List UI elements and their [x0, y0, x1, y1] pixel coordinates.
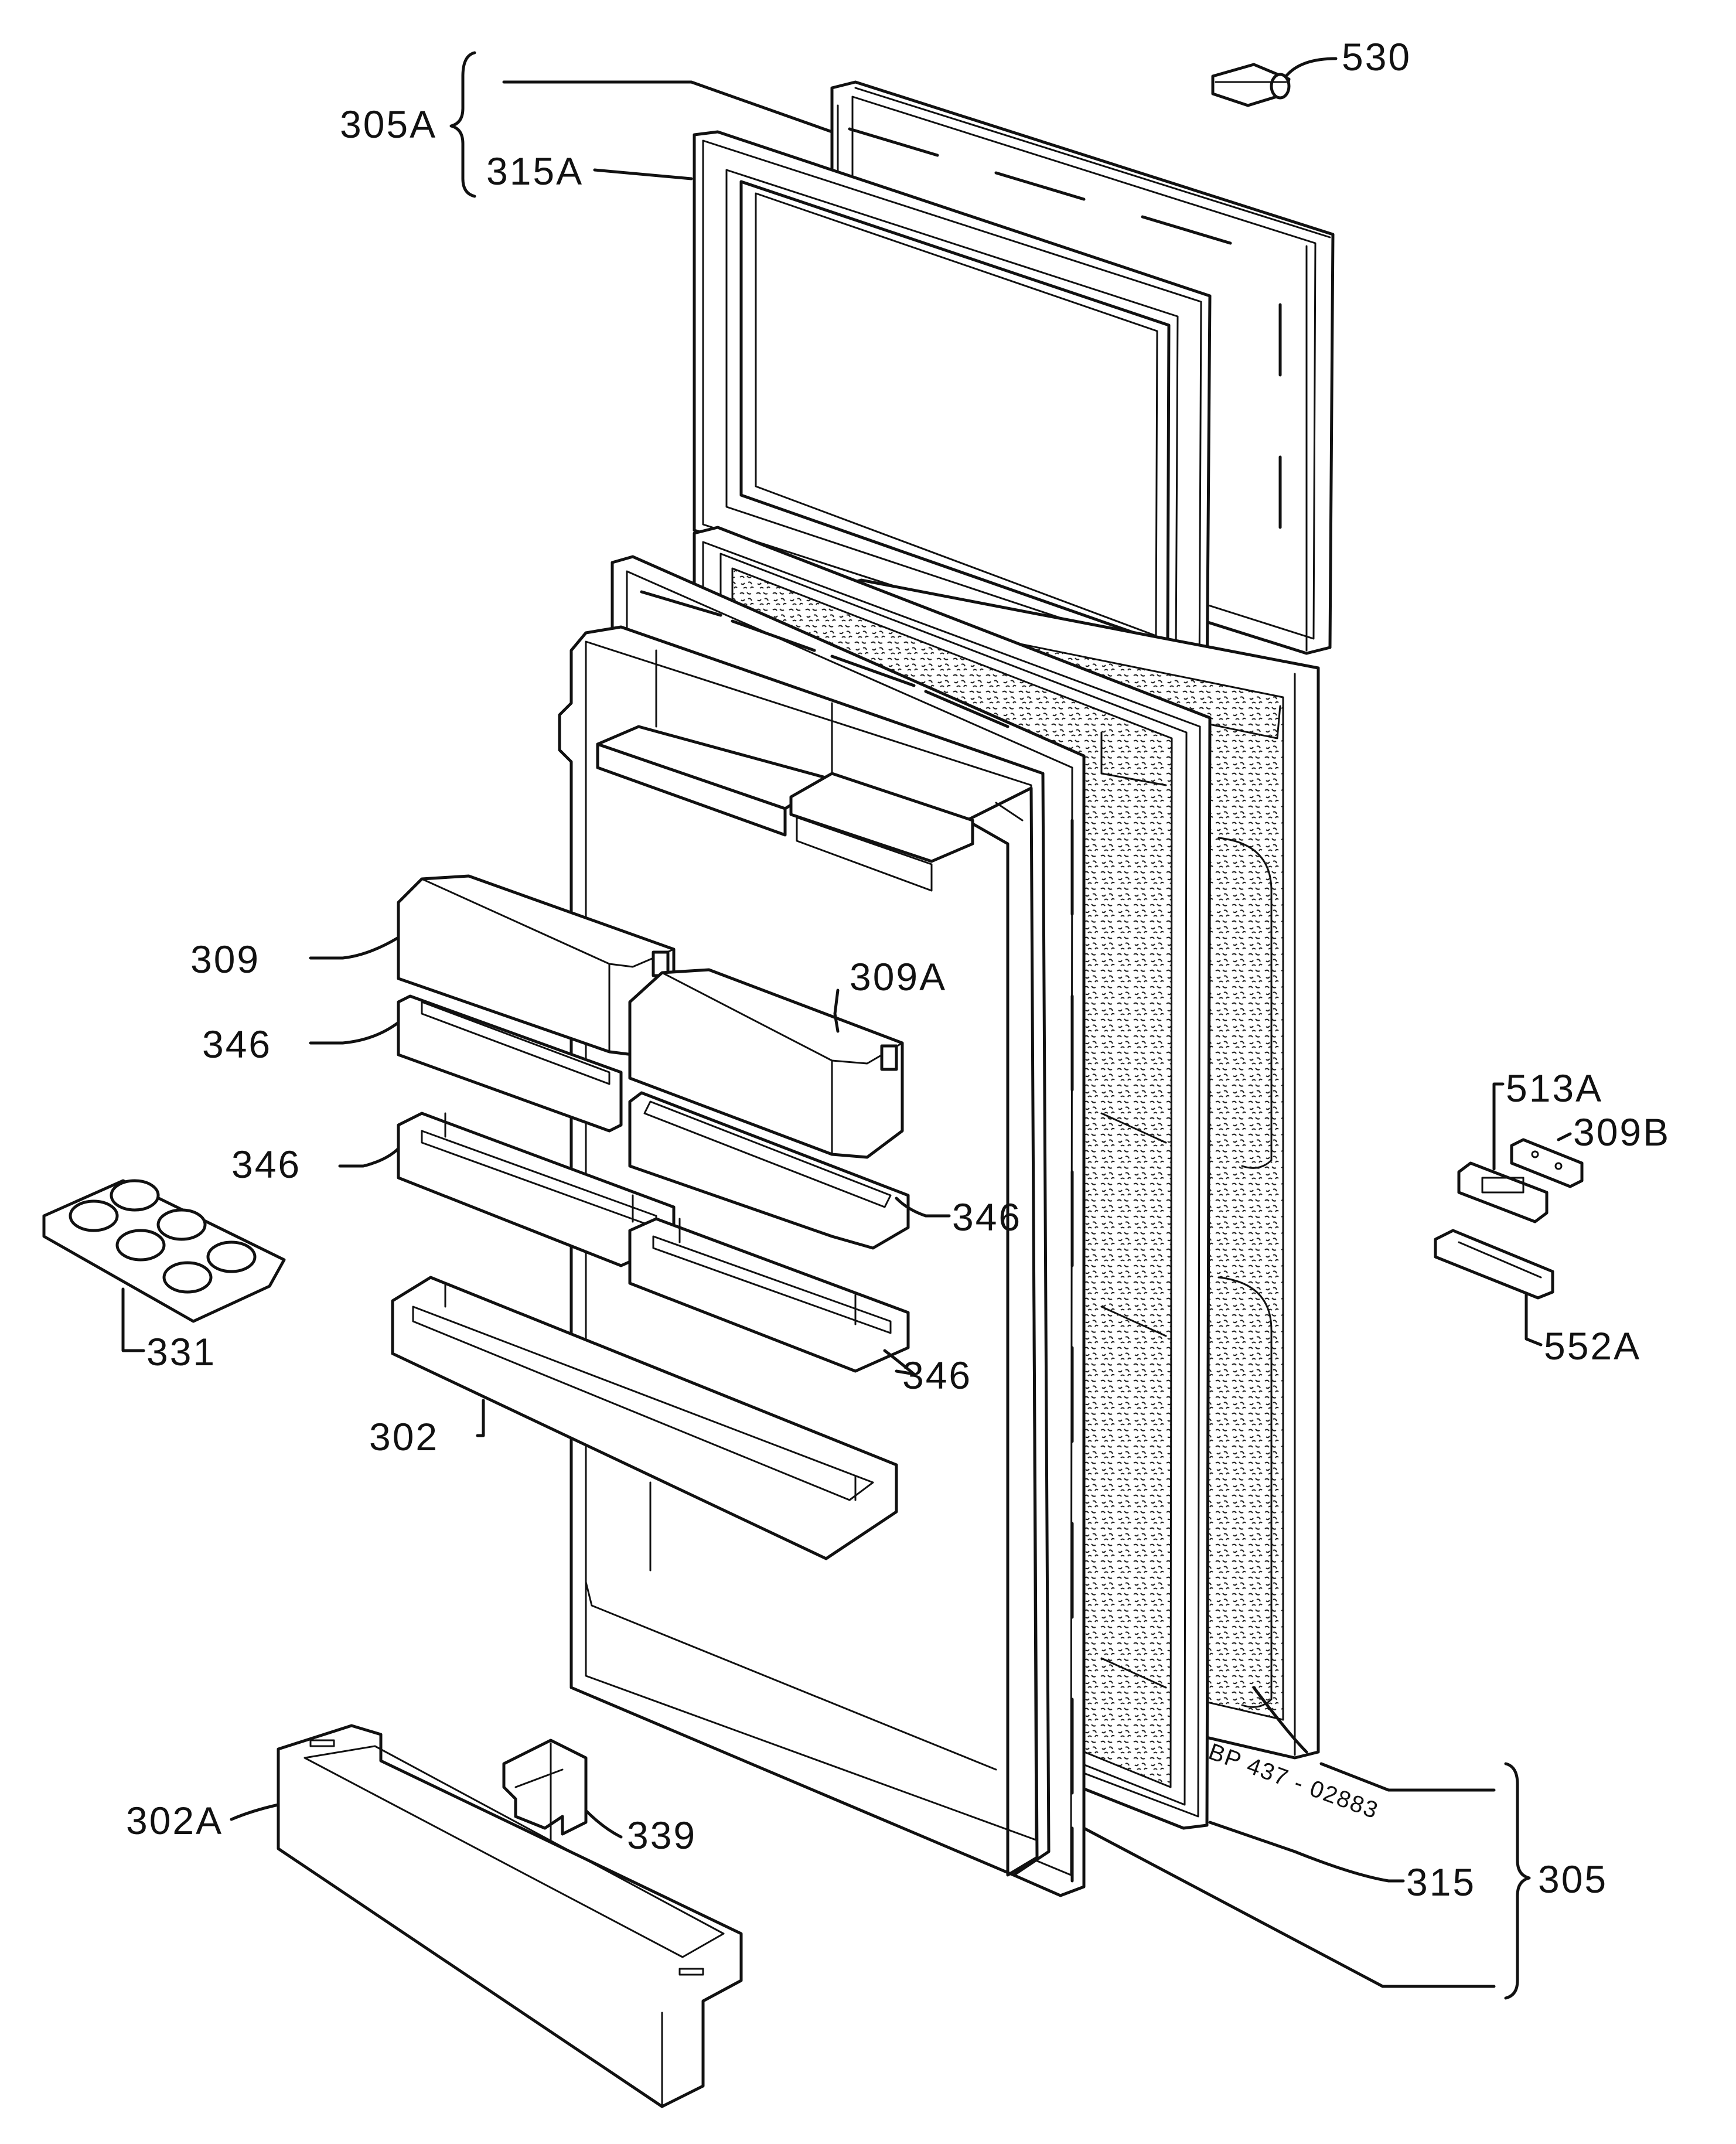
label-530: 530: [1342, 35, 1411, 79]
box-309a: [628, 968, 904, 1159]
tray-346-d: [628, 1217, 910, 1373]
label-309b: 309B: [1573, 1110, 1670, 1154]
clip-339: [502, 1739, 588, 1841]
label-305a: 305A: [340, 103, 437, 146]
label-346-d: 346: [902, 1354, 972, 1397]
tray-346-a: [397, 994, 623, 1133]
label-346-c: 346: [231, 1143, 301, 1186]
inner-door-front: [558, 625, 1051, 1877]
egg-tray-331: [42, 1179, 286, 1323]
label-302a: 302A: [126, 1799, 223, 1842]
label-346-a: 346: [202, 1022, 272, 1066]
tray-346-b: [628, 1091, 910, 1250]
label-346-b: 346: [952, 1195, 1022, 1239]
label-315: 315: [1406, 1860, 1476, 1904]
handle-552a: [1434, 1229, 1554, 1300]
label-302: 302: [369, 1415, 439, 1458]
plate-309b: [1510, 1138, 1584, 1188]
label-331: 331: [146, 1330, 216, 1373]
bin-302a: [277, 1724, 743, 2108]
label-315a: 315A: [486, 149, 584, 193]
label-513a: 513A: [1506, 1066, 1603, 1110]
bracket-513a: [1457, 1161, 1549, 1223]
label-552a: 552A: [1544, 1324, 1641, 1368]
label-309: 309: [190, 938, 260, 981]
leader-lines: [121, 51, 1572, 2000]
label-339: 339: [627, 1814, 697, 1857]
shelf-302: [391, 1276, 898, 1560]
hinge-part-530: [1211, 63, 1291, 107]
label-305: 305: [1538, 1857, 1608, 1901]
label-309a: 309A: [850, 955, 947, 998]
